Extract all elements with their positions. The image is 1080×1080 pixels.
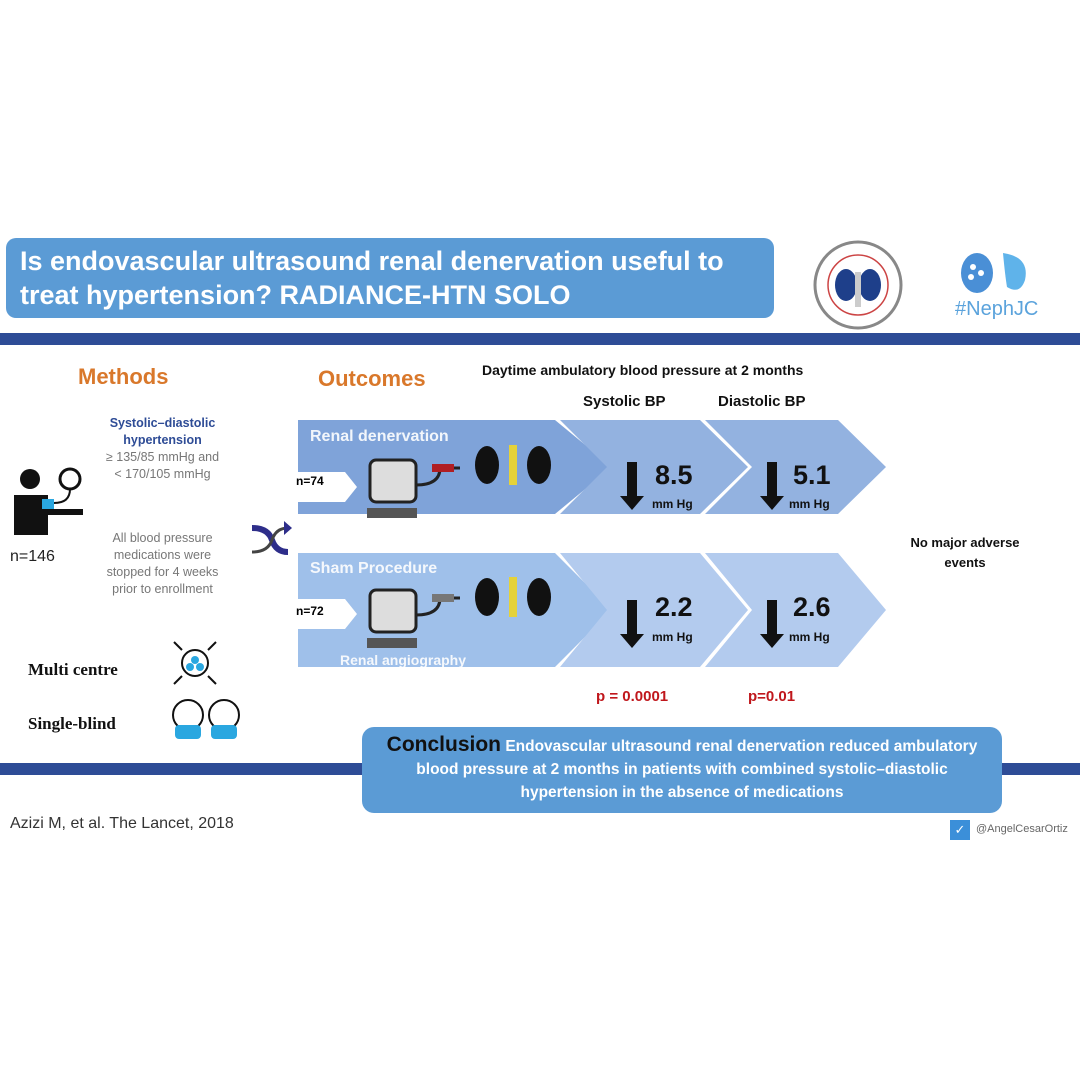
down-arrow-icon <box>760 462 784 510</box>
chevron-denervation-diastolic <box>705 420 886 514</box>
nephjc-label: #NephJC <box>955 298 1039 320</box>
adverse-events: No major adverse events <box>910 535 1020 570</box>
unit: mm Hg <box>789 497 830 511</box>
title-line-1: Is endovascular ultrasound renal denerva… <box>20 246 724 276</box>
unit: mm Hg <box>652 630 693 644</box>
chevron-sham-diastolic <box>705 553 886 667</box>
citation: Azizi M, et al. The Lancet, 2018 <box>10 815 234 832</box>
title-banner: Is endovascular ultrasound renal denerva… <box>6 238 774 318</box>
col-diastolic: Diastolic BP <box>718 393 806 410</box>
arm-n-denervation: n=74 <box>296 474 324 488</box>
design-single-blind: Single-blind <box>28 714 116 733</box>
outcomes-heading: Outcomes <box>318 366 426 391</box>
p-value-diastolic: p=0.01 <box>748 688 796 705</box>
conclusion-label: Conclusion <box>386 733 501 756</box>
arm-n-sham: n=72 <box>296 604 324 618</box>
down-arrow-icon <box>620 600 644 648</box>
single-blind-icon <box>172 699 240 739</box>
systolic-denervation: 8.5 <box>655 460 693 490</box>
arm-name-sham: Sham Procedure <box>310 560 438 577</box>
criteria-title: Systolic–diastolic hypertension <box>109 416 216 447</box>
down-arrow-icon <box>760 600 784 648</box>
col-systolic: Systolic BP <box>583 393 666 410</box>
twitter-icon: ✓ <box>950 820 970 840</box>
patient-bp-icon <box>14 467 83 535</box>
top-divider <box>0 333 1080 345</box>
kidneys-icon-1 <box>475 445 551 485</box>
design-multicentre: Multi centre <box>28 660 118 679</box>
p-value-systolic: p = 0.0001 <box>596 688 669 705</box>
outcomes-subtitle: Daytime ambulatory blood pressure at 2 m… <box>482 362 804 378</box>
procedure-denervation: Ultrasound denervation <box>338 518 496 534</box>
procedure-sham: Renal angiography <box>340 652 467 668</box>
ultrasound-device-icon-2 <box>367 588 460 648</box>
systolic-sham: 2.2 <box>655 592 693 622</box>
nephjc-kidney-icon <box>961 253 1026 293</box>
arm-name-denervation: Renal denervation <box>310 428 449 445</box>
title-line-2: treat hypertension? RADIANCE-HTN SOLO <box>20 280 571 310</box>
medications-note: All blood pressure medications were stop… <box>106 531 219 596</box>
conclusion-text: Endovascular ultrasound renal denervatio… <box>416 738 978 801</box>
chevron-denervation-systolic <box>560 420 748 514</box>
nephrology-society-logo <box>813 240 903 330</box>
criteria-block: Systolic–diastolic hypertension ≥ 135/85… <box>95 415 230 483</box>
multicentre-icon <box>173 641 217 685</box>
chevron-sham-systolic <box>560 553 748 667</box>
methods-heading: Methods <box>78 364 169 389</box>
kidneys-icon-2 <box>475 577 551 617</box>
unit: mm Hg <box>789 630 830 644</box>
randomization-icon <box>251 521 292 555</box>
twitter-handle: @AngelCesarOrtiz <box>976 823 1068 835</box>
diastolic-denervation: 5.1 <box>793 460 831 490</box>
conclusion-box: Conclusion Endovascular ultrasound renal… <box>362 727 1002 813</box>
ultrasound-device-icon-1 <box>367 458 460 518</box>
diastolic-sham: 2.6 <box>793 592 831 622</box>
down-arrow-icon <box>620 462 644 510</box>
unit: mm Hg <box>652 497 693 511</box>
total-n: n=146 <box>10 548 55 565</box>
criteria-line-1: ≥ 135/85 mmHg and <box>105 450 220 464</box>
criteria-line-2: < 170/105 mmHg <box>114 467 211 481</box>
